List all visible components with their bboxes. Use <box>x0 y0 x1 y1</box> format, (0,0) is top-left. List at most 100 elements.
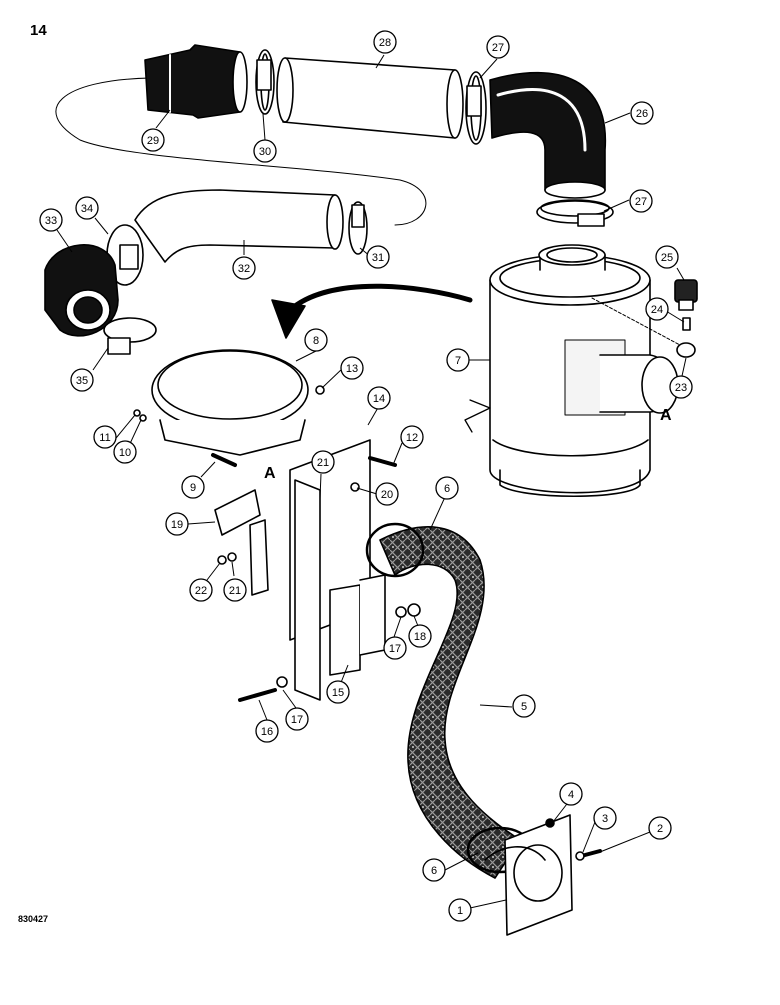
callout-c5: 5 <box>512 694 536 718</box>
callout-label: 24 <box>651 304 663 316</box>
callout-c7: 7 <box>446 348 470 372</box>
callout-label: 35 <box>76 375 88 387</box>
callout-label: 21 <box>317 457 329 469</box>
callout-label: 20 <box>381 489 393 501</box>
view-marker-a-right: A <box>660 407 672 424</box>
direction-arrow <box>271 283 473 339</box>
callout-label: 8 <box>313 335 319 347</box>
callout-c20: 20 <box>375 482 399 506</box>
callout-c19: 19 <box>165 512 189 536</box>
reducer-hose-29 <box>144 44 248 119</box>
callout-c15: 15 <box>326 680 350 704</box>
callout-label: 1 <box>457 905 463 917</box>
callout-c14: 14 <box>367 386 391 410</box>
washer-3 <box>575 851 585 861</box>
callout-label: 2 <box>657 823 663 835</box>
elbow-hose-33 <box>44 244 119 337</box>
callout-label: 6 <box>444 483 450 495</box>
callout-c28: 28 <box>373 30 397 54</box>
callout-c34: 34 <box>75 196 99 220</box>
clip-19 <box>214 489 269 596</box>
callout-c21b: 21 <box>223 578 247 602</box>
callout-c11: 11 <box>93 425 117 449</box>
callout-label: 7 <box>455 355 461 367</box>
callout-label: 29 <box>147 135 159 147</box>
callout-label: 4 <box>568 789 574 801</box>
callout-label: 19 <box>171 519 183 531</box>
callout-label: 22 <box>195 585 207 597</box>
callout-c17a: 17 <box>383 636 407 660</box>
callout-label: 3 <box>602 813 608 825</box>
bolt-9 <box>211 453 237 467</box>
callout-c31: 31 <box>366 245 390 269</box>
callout-label: 17 <box>389 643 401 655</box>
callout-c6b: 6 <box>422 858 446 882</box>
callout-c6a: 6 <box>435 476 459 500</box>
callout-label: 34 <box>81 203 93 215</box>
callout-c16: 16 <box>255 719 279 743</box>
callout-c2: 2 <box>648 816 672 840</box>
callout-c4: 4 <box>559 782 583 806</box>
hose-clamp-6-upper <box>365 522 425 578</box>
callout-c32: 32 <box>232 256 256 280</box>
callout-label: 15 <box>332 687 344 699</box>
callout-label: 27 <box>635 196 647 208</box>
callout-c18: 18 <box>408 624 432 648</box>
elbow-hose-26 <box>489 71 607 199</box>
clamp-35 <box>103 317 157 355</box>
callout-label: 23 <box>675 382 687 394</box>
callout-c22: 22 <box>189 578 213 602</box>
callout-c1: 1 <box>448 898 472 922</box>
plate-15 <box>329 574 386 676</box>
callout-label: 10 <box>119 447 131 459</box>
page-number: 14 <box>30 22 47 39</box>
callout-label: 17 <box>291 714 303 726</box>
flexible-hose-5 <box>379 526 521 879</box>
callout-c26: 26 <box>630 101 654 125</box>
fitting-24 <box>682 317 691 331</box>
air-cleaner-7 <box>464 244 679 497</box>
callout-label: 25 <box>661 252 673 264</box>
mounting-band-8 <box>151 349 309 456</box>
callout-c3: 3 <box>593 806 617 830</box>
callout-label: 16 <box>261 726 273 738</box>
bolt-2 <box>583 849 602 857</box>
callout-c8: 8 <box>304 328 328 352</box>
callout-label: 30 <box>259 146 271 158</box>
clamp-27-lower <box>536 199 614 227</box>
callout-c27a: 27 <box>486 35 510 59</box>
callout-c24: 24 <box>645 297 669 321</box>
callout-label: 21 <box>229 585 241 597</box>
callout-label: 28 <box>379 37 391 49</box>
clamp-27-upper <box>465 71 487 145</box>
callout-c33: 33 <box>39 208 63 232</box>
callout-c10: 10 <box>113 440 137 464</box>
flange-1 <box>484 814 573 936</box>
callout-c21a: 21 <box>311 450 335 474</box>
callout-c27b: 27 <box>629 189 653 213</box>
figure-code: 830427 <box>18 914 49 924</box>
callout-c9: 9 <box>181 475 205 499</box>
callout-label: 9 <box>190 482 196 494</box>
callout-label: 5 <box>521 701 527 713</box>
callout-label: 13 <box>346 363 358 375</box>
bolt-12 <box>368 456 397 467</box>
clamp-31 <box>348 201 368 255</box>
adapter-23 <box>676 342 696 358</box>
callout-label: 12 <box>406 432 418 444</box>
callout-label: 27 <box>492 42 504 54</box>
callout-c25: 25 <box>655 245 679 269</box>
callout-c29: 29 <box>141 128 165 152</box>
callout-c35: 35 <box>70 368 94 392</box>
callout-label: 32 <box>238 263 250 275</box>
nut-4 <box>545 818 555 828</box>
callout-label: 18 <box>414 631 426 643</box>
plate-21 <box>294 479 321 701</box>
bent-tube-32 <box>134 189 344 263</box>
callout-label: 31 <box>372 252 384 264</box>
callout-c23: 23 <box>669 375 693 399</box>
view-marker-a-left: A <box>264 465 276 482</box>
